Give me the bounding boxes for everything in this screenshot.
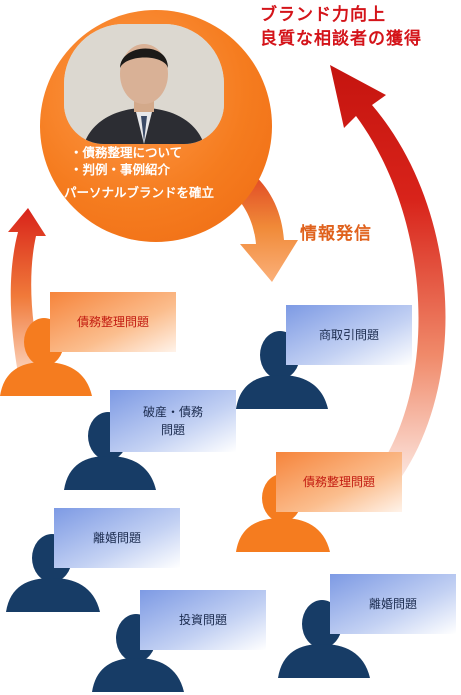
bullet-debt: ・債務整理について	[70, 145, 183, 160]
problem-box-label: 離婚問題	[92, 531, 141, 545]
lawyer-photo	[64, 24, 224, 144]
info-arrow-icon	[182, 145, 298, 282]
problem-box-divorce-1: 離婚問題	[54, 508, 180, 568]
problem-box-label: 債務整理問題	[76, 315, 149, 329]
problem-box-debt-1: 債務整理問題	[50, 292, 176, 352]
problem-box-label: 破産・債務 問題	[142, 405, 203, 437]
title-line-2: 良質な相談者の獲得	[260, 29, 422, 49]
left-curved-arrow-icon	[8, 208, 46, 385]
problem-box-commerce: 商取引問題	[286, 305, 412, 365]
problem-box-bankruptcy: 破産・債務 問題	[110, 390, 236, 452]
problem-box-divorce-2: 離婚問題	[330, 574, 456, 634]
personal-brand-tagline: パーソナルブランドを確立	[64, 185, 215, 200]
problem-box-label: 投資問題	[178, 613, 227, 627]
problem-box-label: 債務整理問題	[302, 475, 375, 489]
bullet-cases: ・判例・事例紹介	[70, 162, 171, 177]
problem-box-label: 商取引問題	[318, 328, 379, 342]
title-line-1: ブランド力向上	[260, 5, 386, 25]
problem-box-investment: 投資問題	[140, 590, 266, 650]
large-curved-arrow-icon	[330, 65, 446, 512]
problem-box-debt-2: 債務整理問題	[276, 452, 402, 512]
problem-box-label: 離婚問題	[368, 597, 417, 611]
info-transmission-label: 情報発信	[300, 224, 372, 244]
